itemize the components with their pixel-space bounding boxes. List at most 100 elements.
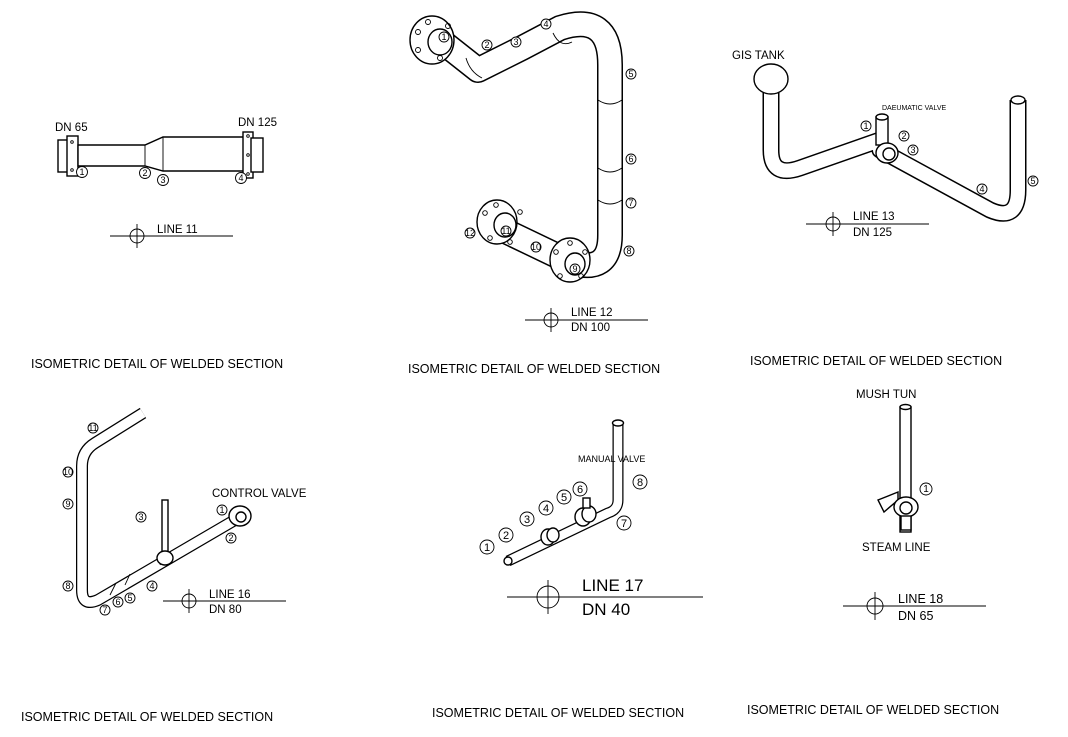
detail-caption: ISOMETRIC DETAIL OF WELDED SECTION (747, 703, 999, 717)
pneumatic-valve (875, 113, 899, 164)
weld-bubble: 4 (538, 500, 554, 516)
detail-line-16: CONTROL VALVE 1 2 3 4 5 6 7 8 9 10 11 LI… (21, 407, 307, 724)
weld-bubble: 1 (76, 166, 88, 178)
weld-bubble: 7 (625, 197, 637, 209)
flange-bottom-right (549, 237, 591, 283)
weld-bubble: 7 (99, 604, 111, 616)
weld-bubbles: 1 (919, 482, 933, 496)
svg-text:3: 3 (524, 514, 530, 526)
valve-label: DAEUMATIC VALVE (882, 105, 947, 112)
weld-bubble: 2 (225, 532, 237, 544)
line-number: LINE 16 (209, 589, 251, 601)
tank-label: GIS TANK (732, 50, 785, 62)
svg-text:7: 7 (621, 518, 627, 530)
line-callout-symbol (843, 592, 986, 620)
svg-text:7: 7 (102, 605, 107, 615)
bottom-label: STEAM LINE (862, 542, 931, 554)
pipe-size: DN 125 (853, 227, 892, 239)
weld-bubble: 2 (139, 167, 151, 179)
weld-bubble: 5 (124, 592, 136, 604)
weld-bubble: 3 (519, 511, 535, 527)
line-callout-symbol (806, 212, 929, 236)
weld-bubble: 5 (1027, 175, 1039, 187)
svg-text:2: 2 (142, 168, 147, 178)
weld-bubble: 4 (146, 580, 158, 592)
svg-text:4: 4 (543, 19, 548, 29)
svg-text:3: 3 (160, 175, 165, 185)
pipe-route (76, 407, 244, 608)
top-label: MUSH TUN (856, 389, 916, 401)
svg-text:11: 11 (501, 226, 510, 236)
line-number: LINE 11 (157, 224, 198, 236)
weld-bubble: 1 (919, 482, 933, 496)
svg-text:11: 11 (88, 423, 97, 433)
weld-bubble: 6 (112, 596, 124, 608)
weld-bubble: 2 (481, 39, 493, 51)
weld-bubbles: 1 2 3 4 5 (860, 120, 1039, 195)
weld-bubble: 2 (898, 130, 910, 142)
svg-text:4: 4 (543, 503, 549, 515)
svg-text:3: 3 (138, 512, 143, 522)
weld-bubbles: 1 2 3 4 5 6 7 8 9 10 11 12 (438, 18, 637, 275)
weld-bubble: 3 (907, 144, 919, 156)
pipe-size: DN 100 (571, 322, 610, 334)
flange (228, 505, 252, 527)
detail-caption: ISOMETRIC DETAIL OF WELDED SECTION (31, 357, 283, 371)
pipe-size: DN 40 (582, 600, 630, 619)
line-callout-symbol (110, 224, 233, 248)
svg-text:2: 2 (484, 40, 489, 50)
svg-text:2: 2 (901, 131, 906, 141)
weld-bubble: 4 (235, 172, 247, 184)
svg-text:12: 12 (465, 228, 475, 238)
weld-bubble: 9 (62, 498, 74, 510)
manual-valve (503, 497, 597, 566)
svg-text:5: 5 (1030, 176, 1035, 186)
line-number: LINE 13 (853, 211, 895, 223)
svg-text:2: 2 (503, 530, 509, 542)
weld-bubble: 1 (438, 31, 450, 43)
size-label-right: DN 125 (238, 117, 277, 129)
svg-text:1: 1 (923, 484, 929, 495)
svg-text:8: 8 (65, 581, 70, 591)
line-callout-symbol (525, 308, 648, 332)
svg-text:6: 6 (628, 154, 633, 164)
weld-bubble: 3 (510, 36, 522, 48)
pipe-size: DN 80 (209, 604, 242, 616)
line-callout-symbol (507, 580, 703, 614)
size-label-left: DN 65 (55, 122, 88, 134)
weld-bubble: 6 (572, 481, 588, 497)
weld-bubbles: 1 2 3 4 5 6 7 8 9 10 11 (62, 422, 237, 616)
svg-text:9: 9 (572, 264, 577, 274)
line-number: LINE 18 (898, 592, 943, 606)
weld-bubble: 11 (500, 225, 512, 237)
svg-text:7: 7 (628, 198, 633, 208)
svg-text:4: 4 (238, 173, 243, 183)
weld-bubble: 7 (616, 515, 632, 531)
valve-label: CONTROL VALVE (212, 488, 307, 500)
svg-text:3: 3 (910, 145, 915, 155)
pipe-route (505, 419, 625, 566)
weld-bubble: 4 (976, 183, 988, 195)
weld-bubble: 8 (623, 245, 635, 257)
line-callout-symbol (163, 589, 286, 613)
weld-bubble: 9 (569, 263, 581, 275)
line-number: LINE 12 (571, 307, 613, 319)
detail-caption: ISOMETRIC DETAIL OF WELDED SECTION (408, 362, 660, 376)
weld-bubble: 10 (530, 241, 542, 253)
svg-text:9: 9 (65, 499, 70, 509)
weld-bubble: 12 (464, 227, 476, 239)
detail-caption: ISOMETRIC DETAIL OF WELDED SECTION (432, 706, 684, 720)
svg-text:1: 1 (79, 167, 84, 177)
detail-line-18: MUSH TUN STEAM LINE 1 LINE 18 DN 65 ISOM… (747, 389, 999, 717)
svg-text:8: 8 (637, 477, 643, 489)
weld-bubble: 1 (216, 504, 228, 516)
svg-text:1: 1 (441, 32, 446, 42)
detail-line-12: 1 2 3 4 5 6 7 8 9 10 11 12 LINE 12 DN 10… (408, 11, 660, 376)
weld-bubble: 10 (62, 466, 74, 478)
weld-bubble: 11 (87, 422, 99, 434)
weld-bubble: 1 (479, 539, 495, 555)
weld-bubble: 8 (632, 474, 648, 490)
detail-caption: ISOMETRIC DETAIL OF WELDED SECTION (21, 710, 273, 724)
detail-line-13: GIS TANK DAEUMATIC VALVE 1 2 3 4 5 LINE … (732, 50, 1039, 368)
steam-valve (877, 490, 919, 531)
